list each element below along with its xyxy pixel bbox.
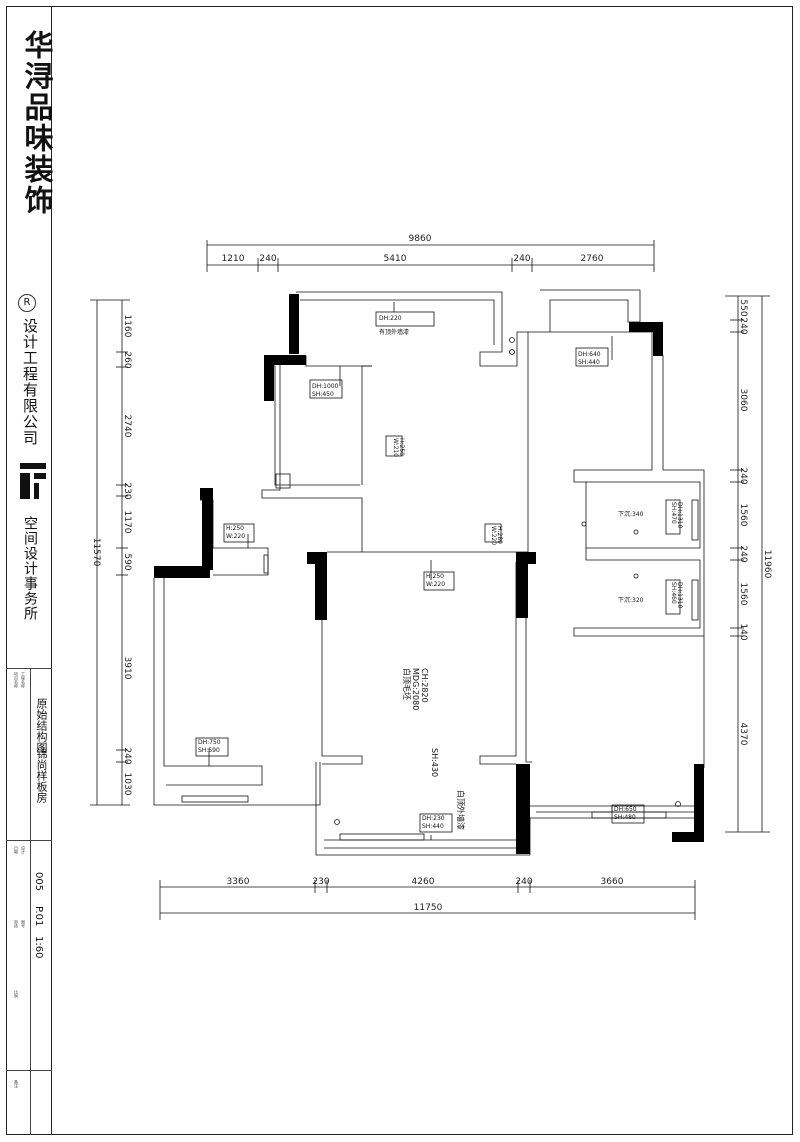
drawing-frame [6,6,793,1135]
registered-mark: R [18,294,36,312]
dim-left-segment: 1030 [122,773,132,796]
note-balcony-bottom-window: DH:230 [422,815,445,822]
dim-bottom-segment: 240 [515,877,532,887]
page-number: P.01 [33,906,44,927]
dim-bottom-segment: 3660 [601,877,624,887]
note-door-a: W:210 [392,438,399,457]
dim-left-segment: 240 [122,747,132,764]
note-bath-2: SH:460 [670,582,677,604]
note-kitchen-window: SH:440 [578,359,600,366]
dim-right-segment: 1560 [738,504,748,527]
title-divider [6,840,52,841]
note-bath-2-drop: 下沉:320 [618,596,644,604]
dim-left-total: 11570 [91,538,101,567]
dim-bottom-segment: 4260 [412,877,435,887]
note-bath-1: SH:470 [670,502,677,524]
dim-right-total: 11960 [762,550,772,579]
drawing-name: 原始结构图 [35,698,48,753]
note-door-left: H:250 [226,525,244,532]
note-living-ceiling: MDG:2080 [411,668,420,710]
title-divider-vertical [30,668,31,1135]
dim-right-segment: 240 [738,545,748,562]
note-living-ceiling: 白顶毛坯 [402,668,412,700]
field-label: 日期 [14,846,19,854]
note-bath-2: DH:1310 [676,582,683,609]
scale-value: 1:60 [33,936,44,959]
note-room-window: DH:1000 [312,383,339,390]
field-label: 审核 [14,920,19,928]
note-door-a: H:250 [398,438,405,456]
dim-top-segment: 2760 [581,254,604,264]
note-room-right-window: SH:480 [614,814,636,821]
note-balcony-bottom-window: SH:440 [422,823,444,830]
field-label: 项目名称 [14,672,19,688]
dim-bottom-total: 11750 [414,903,443,913]
dim-right-segment: 240 [738,467,748,484]
dim-top-segment: 240 [259,254,276,264]
note-door-b: H:280 [496,526,503,544]
field-label: 图号 [21,920,26,928]
project-name: 锦尚样板房 [35,748,48,803]
dim-right-segment: 1560 [738,583,748,606]
dim-left-segment: 230 [122,482,132,499]
note-balcony-top: DH:220 [379,315,402,322]
dim-left-segment: 2740 [122,415,132,438]
field-label: 工程名称 [21,672,26,688]
title-divider [6,1070,52,1071]
field-label: 比例 [14,990,19,998]
company-name: 华浔品味装饰 [20,30,54,216]
department-name: 空间设计事务所 [22,516,38,621]
note-door-main: H:250 [426,573,444,580]
dim-left-segment: 590 [122,553,132,570]
note-bath-1-drop: 下沉:340 [618,510,644,518]
note-balcony-bottom: 白顶外墙漆 [456,790,466,830]
dim-top-segment: 1210 [222,254,245,264]
title-divider [6,668,52,669]
note-door-left: W:220 [226,533,245,540]
title-block: 华浔品味装饰 R 设计工程有限公司 空间设计事务所 [6,6,54,1135]
dim-right-segment: 140 [738,623,748,640]
dim-bottom-segment: 3360 [227,877,250,887]
dim-left-segment: 1160 [122,315,132,338]
dim-left-segment: 1170 [122,511,132,534]
note-room-left-window: DH:750 [198,739,221,746]
dim-right-segment: 3060 [738,389,748,412]
field-label: 备注 [14,1080,19,1088]
note-door-main: W:220 [426,581,445,588]
field-label: 设计 [21,846,26,854]
note-bath-1: DH:1310 [676,502,683,529]
dim-right-segment: 550 [738,299,748,316]
dim-right-segment: 240 [738,317,748,334]
note-kitchen-window: DH:640 [578,351,601,358]
note-room-window: SH:450 [312,391,334,398]
dim-top-segment: 240 [513,254,530,264]
department-logo-icon [20,463,46,499]
dim-top-segment: 5410 [384,254,407,264]
dim-right-segment: 4370 [738,723,748,746]
dim-bottom-segment: 230 [312,877,329,887]
note-balcony-top: 有顶外墙漆 [379,328,409,336]
company-subtitle: 设计工程有限公司 [21,318,39,446]
note-living-ceiling: CH:2820 [420,668,429,703]
note-living-sh: SH:430 [430,748,439,777]
drawing-number: 005 [33,872,44,892]
dim-top-total: 9860 [409,234,432,244]
note-room-left-window: SH:590 [198,747,220,754]
note-room-right-window: DH:650 [614,806,637,813]
dim-left-segment: 260 [122,351,132,368]
note-door-b: W:220 [490,526,497,545]
dim-left-segment: 3910 [122,657,132,680]
